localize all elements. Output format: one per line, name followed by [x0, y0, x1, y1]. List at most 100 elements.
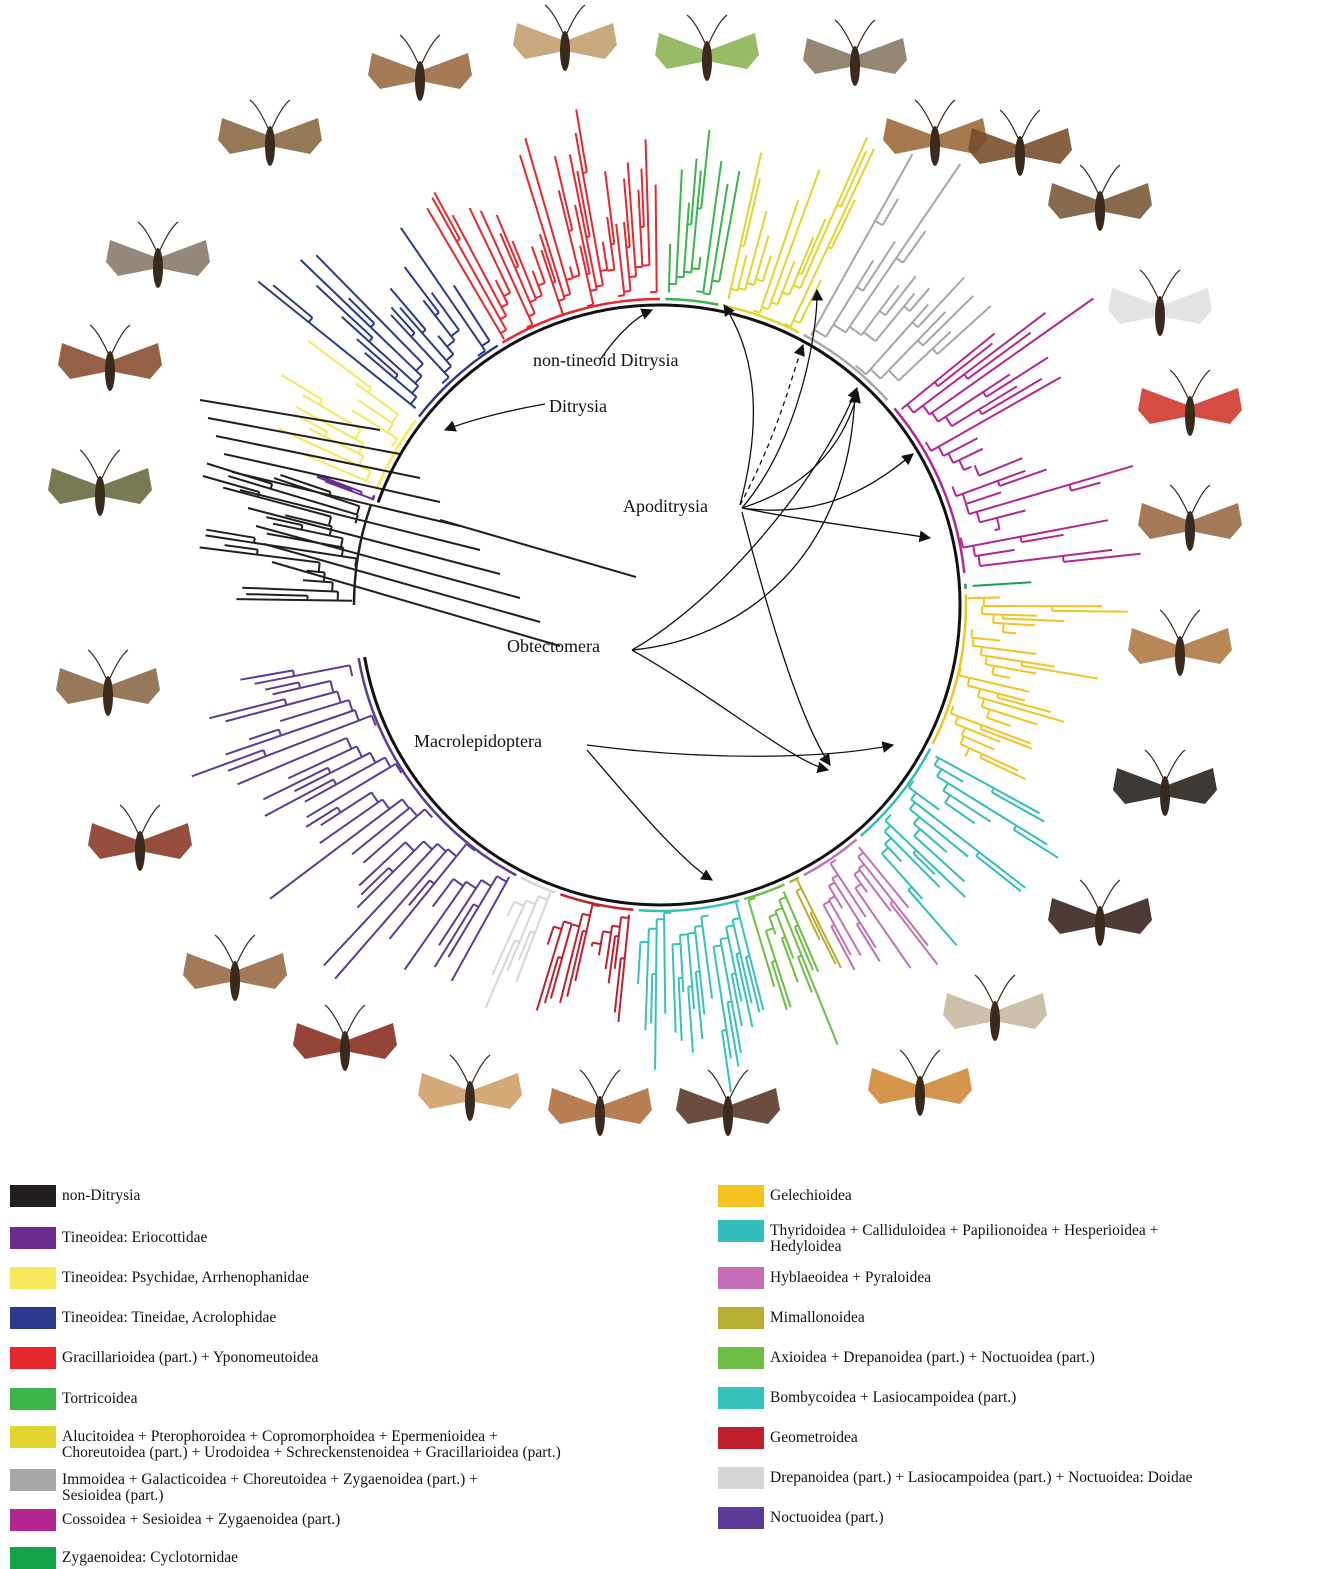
moth-photo — [58, 325, 162, 391]
branch — [248, 508, 500, 574]
branch-node — [830, 860, 835, 864]
moth-photo — [56, 650, 160, 716]
fork — [782, 937, 786, 938]
moth-antennae — [90, 325, 130, 353]
branch-node — [596, 285, 603, 286]
branch — [258, 282, 415, 409]
fork — [299, 682, 300, 688]
fork — [880, 311, 886, 315]
branch-node — [914, 829, 920, 836]
branch — [551, 924, 572, 998]
moth-photo — [676, 1070, 780, 1136]
moth-photo — [655, 15, 759, 81]
legend-swatch — [718, 1185, 764, 1207]
branch — [979, 458, 1022, 476]
moth-antennae — [915, 100, 955, 128]
branch-node — [733, 918, 740, 920]
legend-item: Tineoidea: Psychidae, Arrhenophanidae — [10, 1267, 309, 1289]
legend-swatch — [718, 1507, 764, 1529]
moth-wing-right — [158, 240, 210, 276]
branch-node — [946, 417, 952, 427]
branch — [956, 471, 1025, 496]
branch — [228, 476, 357, 515]
fork — [586, 236, 589, 237]
fork-branch — [701, 130, 709, 209]
moth-antennae — [835, 20, 875, 48]
legend-swatch — [10, 1267, 56, 1289]
branch-node — [963, 494, 967, 504]
branch — [791, 149, 874, 327]
fork — [890, 901, 893, 903]
fork — [1021, 537, 1022, 542]
moth-body — [1185, 511, 1195, 551]
moth-wing-left — [218, 118, 270, 154]
fork — [935, 382, 938, 386]
branch — [272, 562, 560, 646]
branch-node — [703, 293, 710, 294]
branch-node — [973, 638, 974, 646]
clade-arrow — [742, 512, 830, 765]
legend-item: Cossoidea + Sesioidea + Zygaenoidea (par… — [10, 1509, 340, 1531]
branch-node — [858, 853, 863, 857]
legend-item: Axioidea + Drepanoidea (part.) + Noctuoi… — [718, 1347, 1095, 1369]
branch-node — [714, 945, 722, 946]
moth-body — [105, 351, 115, 391]
moth-body — [1175, 636, 1185, 676]
phylogeny-diagram: non-tineoid Ditrysia Ditrysia Apoditrysi… — [0, 0, 1328, 1185]
branch-node — [695, 926, 703, 927]
branch-node — [756, 279, 763, 281]
moth-photo — [548, 1070, 652, 1136]
label-apoditrysia: Apoditrysia — [623, 496, 708, 516]
branch-node — [370, 753, 375, 763]
branch — [638, 942, 641, 984]
branch — [964, 467, 972, 470]
fork-branch — [918, 278, 964, 328]
branch — [664, 913, 665, 1014]
branch — [256, 526, 520, 598]
branch-node — [355, 559, 356, 567]
fork — [875, 221, 883, 225]
fork — [933, 349, 938, 354]
branch — [992, 674, 1010, 678]
branch-node — [529, 314, 535, 317]
legend-label: Hyblaeoidea + Pyraloidea — [770, 1267, 931, 1286]
branch-node — [341, 538, 343, 547]
branch — [302, 454, 369, 483]
branch-node — [937, 769, 941, 776]
branch-node — [424, 841, 432, 849]
branch — [364, 809, 425, 862]
moth-wing-left — [803, 38, 855, 74]
branch-node — [612, 926, 620, 927]
clade-stem — [804, 839, 857, 875]
clade-branches — [192, 109, 1141, 1091]
branch-node — [726, 925, 734, 927]
clade-legend_left-1 — [317, 475, 374, 500]
branch-node — [566, 278, 573, 280]
branch — [971, 638, 999, 641]
legend-swatch — [10, 1388, 56, 1410]
branch-node — [607, 270, 614, 271]
legend-item: Zygaenoidea: Cyclotornidae — [10, 1547, 238, 1569]
legend-label: Gelechioidea — [770, 1185, 852, 1204]
branch-node — [337, 691, 340, 702]
fork-branch — [281, 375, 322, 400]
branch-node — [793, 285, 800, 288]
moth-wing-right — [108, 668, 160, 704]
moth-wing-left — [106, 240, 158, 276]
legend-item: non-Ditrysia — [10, 1185, 140, 1207]
branch-node — [350, 665, 352, 676]
branch-node — [382, 799, 389, 809]
branch — [882, 854, 923, 900]
branch-node — [437, 844, 445, 852]
moth-wing-left — [1138, 388, 1190, 424]
branch-node — [564, 922, 572, 924]
moth-wing-left — [548, 1088, 600, 1124]
branch-node — [864, 332, 876, 341]
fork-branch — [434, 192, 460, 239]
moth-antennae — [1145, 750, 1185, 778]
clade-legend_right-0 — [933, 594, 1128, 779]
branch-node — [829, 896, 835, 900]
branch-node — [539, 896, 548, 900]
legend-swatch — [10, 1509, 56, 1531]
clade-arrow — [742, 454, 913, 510]
